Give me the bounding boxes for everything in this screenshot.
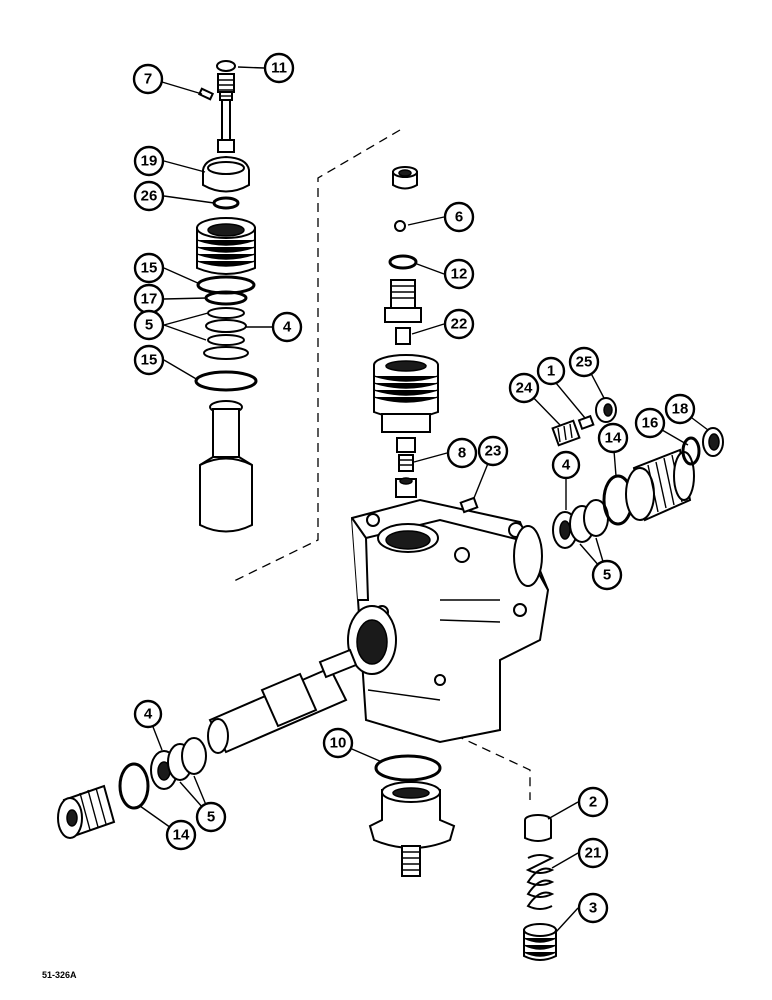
callout-7: 7	[132, 63, 164, 95]
callout-label: 12	[451, 266, 468, 283]
callout-label: 3	[589, 900, 597, 917]
callout-label: 25	[576, 354, 593, 371]
callout-17: 17	[133, 283, 165, 315]
assembly-guide-lines	[231, 129, 531, 800]
callout-label: 8	[458, 445, 466, 462]
spring-assembly	[523, 814, 557, 961]
callout-18: 18	[664, 393, 696, 425]
callout-label: 4	[283, 319, 292, 336]
callout-label: 17	[141, 291, 158, 308]
callout-label: 15	[141, 352, 158, 369]
callout-4-upper: 4	[271, 311, 303, 343]
callout-21: 21	[577, 837, 609, 869]
callout-label: 5	[603, 567, 611, 584]
callout-5-upper: 5	[133, 309, 165, 341]
callout-label: 24	[516, 380, 533, 397]
callout-23: 23	[477, 435, 509, 467]
callout-19: 19	[133, 145, 165, 177]
callout-11: 11	[263, 52, 295, 84]
callout-label: 18	[672, 401, 689, 418]
right-plug-assembly	[459, 397, 724, 549]
center-valve-assembly	[373, 166, 439, 498]
callout-label: 26	[141, 188, 158, 205]
callout-24: 24	[508, 372, 540, 404]
callout-25: 25	[568, 346, 600, 378]
callout-label: 1	[547, 363, 555, 380]
left-spool-assembly	[194, 60, 258, 533]
callout-label: 21	[585, 845, 602, 862]
callout-12: 12	[443, 258, 475, 290]
callout-label: 4	[562, 457, 571, 474]
callout-label: 7	[144, 71, 152, 88]
bottom-fitting-assembly	[368, 754, 456, 877]
callout-4-right: 4	[551, 450, 581, 480]
lower-spool-assembly	[57, 648, 358, 839]
callout-label: 14	[173, 827, 190, 844]
callout-label: 10	[330, 735, 347, 752]
callout-14-right: 14	[597, 422, 629, 454]
callout-label: 6	[455, 209, 463, 226]
callout-label: 2	[589, 794, 597, 811]
callout-label: 16	[642, 415, 659, 432]
callout-5-left: 5	[195, 801, 227, 833]
callout-3: 3	[577, 892, 609, 924]
callout-14-left: 14	[165, 819, 197, 851]
drawing-reference-code: 51-326A	[42, 970, 77, 980]
callout-label: 5	[207, 809, 215, 826]
callout-5-right: 5	[591, 559, 623, 591]
callout-26: 26	[133, 180, 165, 212]
callout-15-lower: 15	[133, 344, 165, 376]
callout-4-left: 4	[133, 699, 163, 729]
callout-label: 19	[141, 153, 158, 170]
valve-housing	[347, 498, 550, 744]
callout-label: 4	[144, 706, 153, 723]
callout-2: 2	[577, 786, 609, 818]
callout-8: 8	[446, 437, 478, 469]
callout-16: 16	[634, 407, 666, 439]
callout-10: 10	[322, 727, 354, 759]
callout-label: 14	[605, 430, 622, 447]
callout-label: 5	[145, 317, 153, 334]
callout-label: 11	[271, 60, 287, 77]
callout-15-upper: 15	[133, 252, 165, 284]
callout-22: 22	[443, 308, 475, 340]
callout-label: 15	[141, 260, 158, 277]
callout-6: 6	[443, 201, 475, 233]
callout-label: 22	[451, 316, 468, 333]
callout-label: 23	[485, 443, 502, 460]
callout-1: 1	[536, 356, 566, 386]
